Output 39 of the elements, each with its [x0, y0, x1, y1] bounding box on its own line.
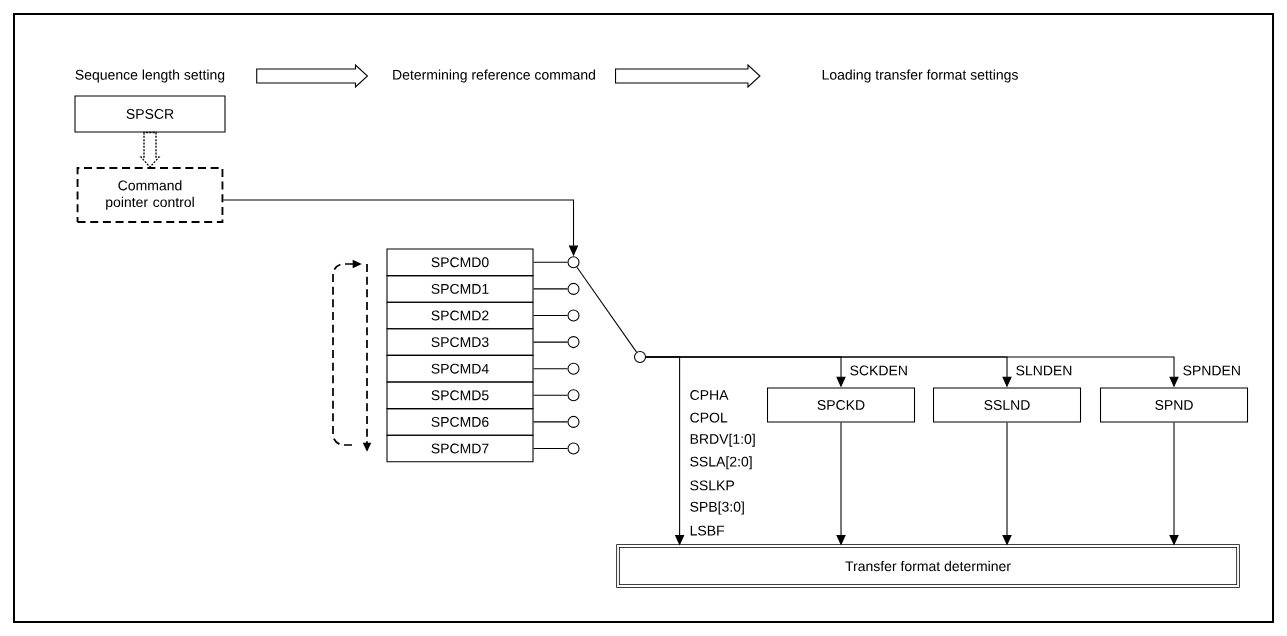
bit-field-label: SPB[3:0] — [690, 501, 744, 515]
register-box: SPCMD6 — [386, 408, 534, 436]
register-box: SPCKD — [766, 387, 916, 423]
block-arrow — [139, 131, 161, 169]
bit-field-label: LSBF — [690, 525, 725, 536]
connector-line — [533, 421, 568, 423]
register-box: SPCMD2 — [386, 301, 534, 330]
bit-field-label: CPHA — [690, 390, 729, 400]
connector-line — [533, 394, 568, 396]
register-box: SSLND — [932, 387, 1082, 423]
register-box: SPCMD5 — [386, 381, 534, 410]
block-arrow — [615, 63, 761, 89]
bit-field-label: SSLKP — [690, 480, 734, 491]
register-box: SPND — [1099, 387, 1249, 423]
connector-line — [533, 261, 568, 263]
connector-line — [533, 314, 568, 317]
register-box: SPCMD1 — [386, 275, 534, 303]
connector-line — [533, 368, 568, 370]
edge-label: SLNDEN — [1014, 364, 1074, 377]
connector-line — [533, 341, 568, 343]
bit-field-label: BRDV[1:0] — [690, 433, 755, 447]
switch-lever — [576, 266, 638, 353]
register-box: SPCMD0 — [386, 248, 534, 277]
step-heading: Sequence length setting — [75, 69, 225, 83]
step-heading: Loading transfer format settings — [822, 69, 1018, 83]
bit-field-label: CPOL — [690, 412, 728, 423]
register-box: SPCMD7 — [386, 434, 534, 463]
register-box: SPSCR — [74, 95, 226, 133]
connector-line — [533, 447, 568, 450]
step-heading: Determining reference command — [393, 69, 595, 83]
block-arrow — [256, 63, 369, 89]
connector-line — [533, 288, 568, 290]
control-box: Command pointer control — [76, 167, 224, 223]
register-box: SPCMD4 — [386, 354, 534, 383]
edge-label: SCKDEN — [848, 364, 910, 377]
register-box: SPCMD3 — [386, 328, 534, 356]
bit-field-label: SSLA[2:0] — [690, 456, 752, 470]
determiner-box: Transfer format determiner — [616, 544, 1240, 588]
edge-label: SPNDEN — [1181, 364, 1243, 377]
